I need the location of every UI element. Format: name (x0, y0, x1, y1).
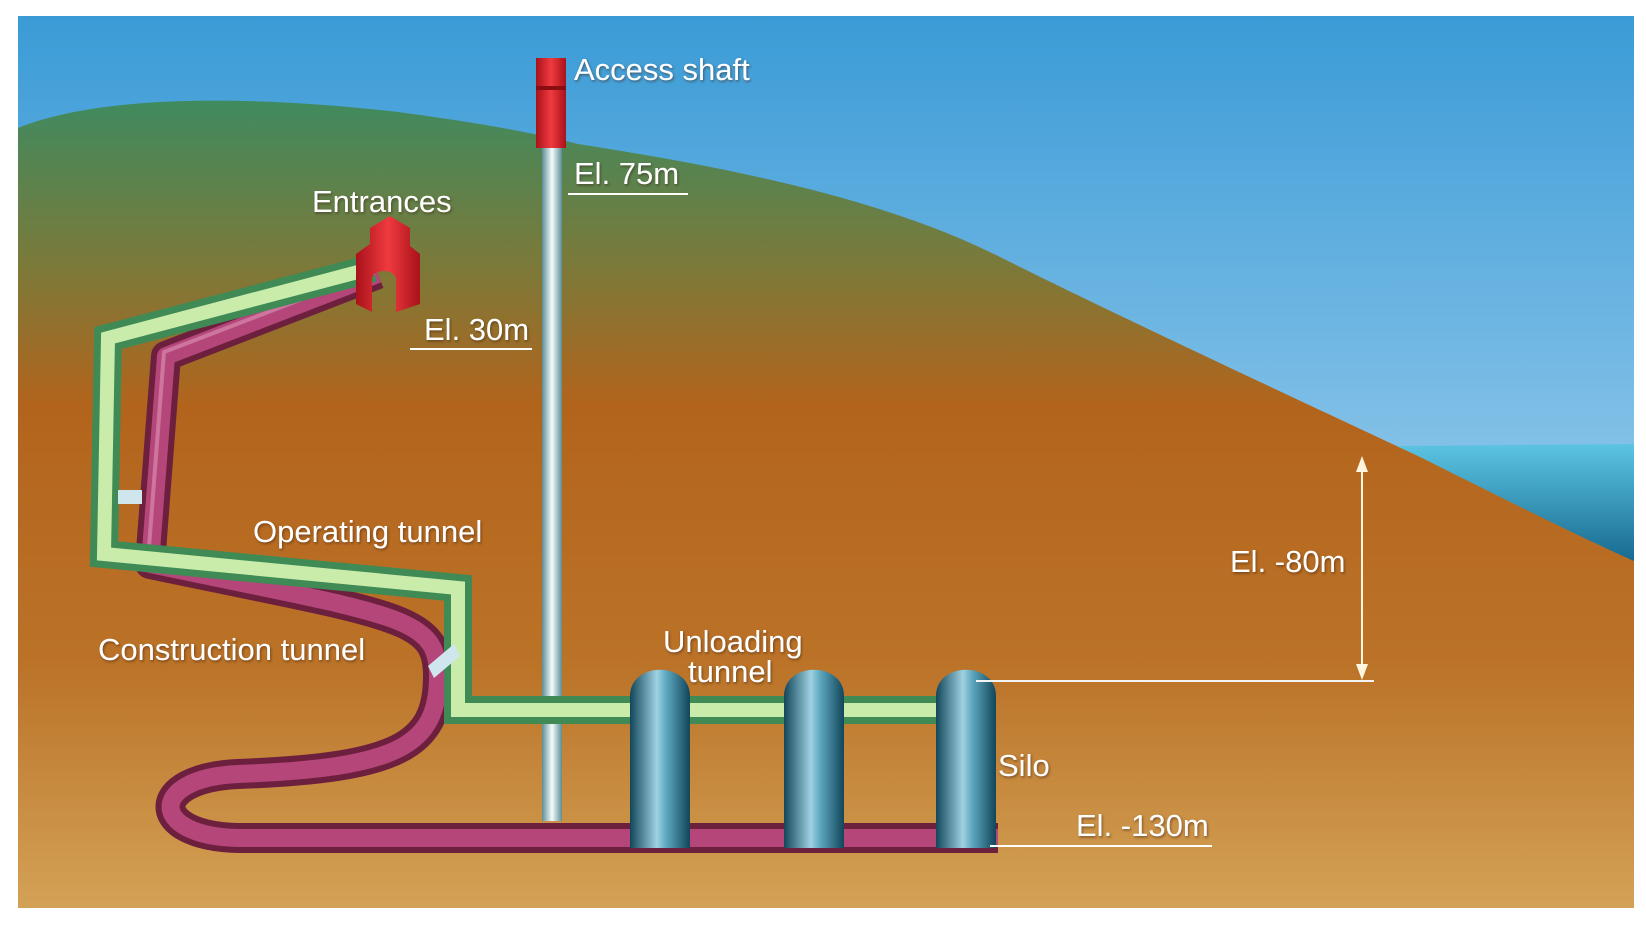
tunnel-connector-upper (118, 490, 142, 504)
construction-tunnel-label: Construction tunnel (98, 632, 365, 667)
silo-2 (784, 669, 844, 848)
operating-tunnel (89, 254, 983, 724)
access-shaft-pipe (542, 146, 562, 821)
red-tower-icon (536, 58, 566, 148)
silo-1 (630, 669, 690, 848)
unloading-tunnel-label-line1: Unloading (663, 624, 803, 659)
repository-cross-section-diagram: Access shaft El. 75m Entrances El. 30m O… (18, 16, 1634, 908)
silo-3 (936, 669, 996, 848)
unloading-tunnel-label-line2: tunnel (688, 654, 772, 689)
tunnel-connector-lower (428, 644, 460, 678)
height-dimension-arrow (1356, 456, 1368, 680)
entrances-label: Entrances (312, 184, 452, 219)
red-portal-icon (356, 216, 420, 312)
operating-tunnel-label: Operating tunnel (253, 514, 482, 549)
el-minus-80-label: El. -80m (1230, 544, 1345, 579)
el-30-label: El. 30m (424, 312, 529, 347)
el-minus-130-label: El. -130m (1076, 808, 1209, 843)
el-75-label: El. 75m (574, 156, 679, 191)
access-shaft-label: Access shaft (574, 52, 750, 87)
silo-label: Silo (998, 748, 1050, 783)
